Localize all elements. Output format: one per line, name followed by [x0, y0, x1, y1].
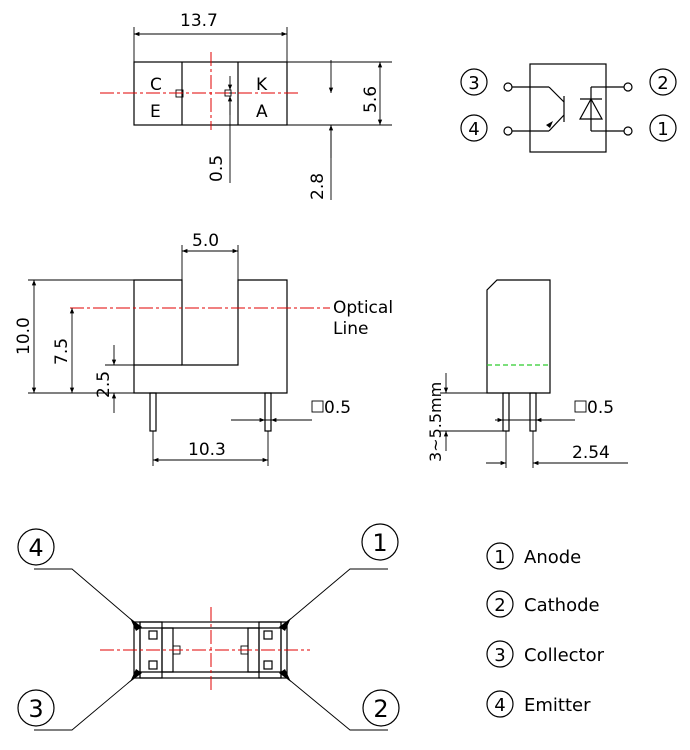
dim-2-5: 2.5 [94, 371, 114, 398]
legend-label: Anode [524, 547, 581, 568]
legend-num: 2 [494, 595, 505, 616]
legend-item: 2 Cathode [486, 590, 600, 618]
dim-5-0: 5.0 [192, 231, 219, 251]
pin-legend: 1 Anode 2 Cathode 3 Collector 4 Emitter [486, 542, 605, 718]
legend-label: Emitter [524, 695, 591, 716]
bottom-pin-4: 4 [28, 534, 43, 562]
legend-label: Cathode [524, 595, 600, 616]
leader-arrow-icon [279, 618, 291, 631]
legend-num: 4 [494, 695, 505, 716]
dim-10-3: 10.3 [188, 440, 226, 460]
dim-10-0: 10.0 [14, 317, 34, 355]
leader-arrow-icon [130, 618, 142, 631]
bottom-pin-2: 2 [373, 695, 388, 723]
legend-num: 3 [494, 645, 505, 666]
dim-13-7: 13.7 [180, 11, 218, 31]
top-letter-k: K [256, 75, 268, 95]
dim-0-5-top: 0.5 [207, 155, 227, 182]
dim-0-5-front: 0.5 [324, 398, 351, 418]
bottom-view: 4 1 3 2 [17, 523, 400, 731]
top-letter-c: C [150, 75, 162, 95]
dim-2-54: 2.54 [572, 443, 610, 463]
schematic-pin-1: 1 [657, 119, 668, 140]
top-view: C E K A 13.7 5.6 2.8 0.5 [100, 11, 392, 200]
legend-item: 4 Emitter [486, 690, 591, 718]
schematic-pin-4: 4 [468, 119, 479, 140]
optical-line-label-1: Optical [333, 298, 393, 318]
dim-7-5: 7.5 [52, 338, 72, 365]
dim-2-8: 2.8 [308, 173, 328, 200]
dim-5-6: 5.6 [361, 86, 381, 113]
emitter-arrow-icon [546, 121, 553, 128]
legend-num: 1 [494, 547, 505, 568]
leader-arrow-icon [130, 669, 142, 682]
schematic-pin-3: 3 [468, 73, 479, 94]
front-view: 5.0 10.0 7.5 2.5 0.5 10.3 Optical Line [14, 231, 393, 466]
diode-icon [578, 97, 604, 120]
top-letter-e: E [150, 102, 161, 122]
schematic-pin-2: 2 [657, 73, 668, 94]
dim-lead-length: 3~5.5mm [426, 382, 445, 462]
optical-line-label-2: Line [333, 319, 368, 339]
bottom-pin-1: 1 [372, 529, 387, 557]
bottom-pin-3: 3 [28, 695, 43, 723]
dim-0-5-side: 0.5 [587, 398, 614, 418]
top-letter-a: A [256, 102, 268, 122]
legend-item: 3 Collector [486, 640, 605, 668]
legend-label: Collector [524, 645, 605, 666]
legend-item: 1 Anode [486, 542, 581, 570]
schematic: 3 4 2 1 [460, 63, 677, 153]
leader-arrow-icon [279, 669, 291, 682]
side-view: 3~5.5mm 0.5 2.54 [426, 279, 628, 468]
